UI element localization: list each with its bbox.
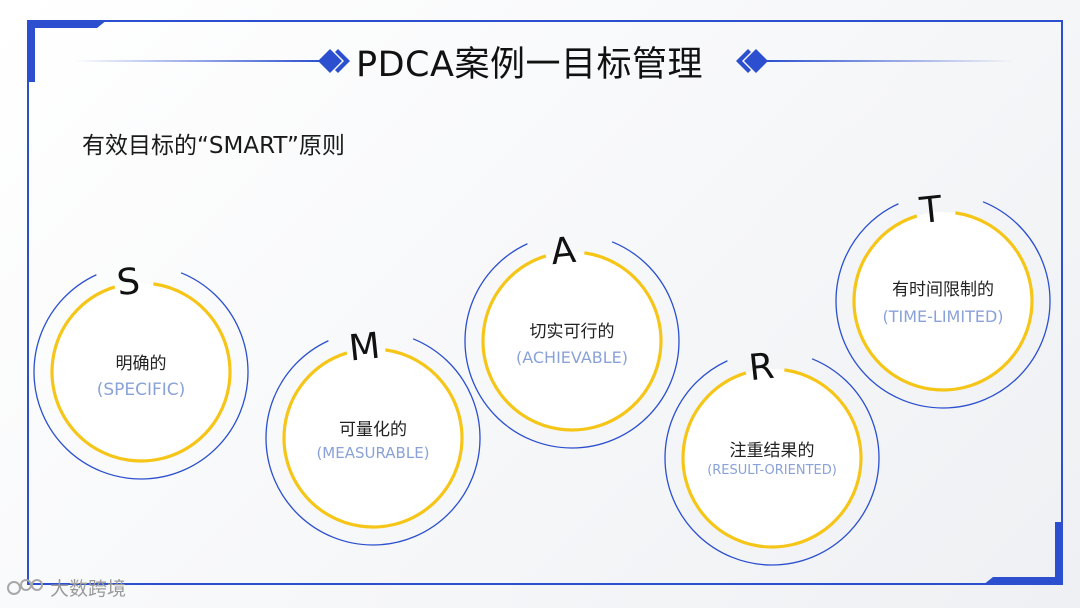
- brand-logo-icon: [7, 579, 43, 595]
- ring-m: [265, 330, 481, 546]
- corner-accent-top-left: [27, 20, 107, 82]
- letter-t: T: [917, 188, 945, 233]
- principle-a-english: (ACHIEVABLE): [515, 348, 629, 367]
- diamond-left-icon: [318, 49, 350, 73]
- letter-r: R: [746, 345, 777, 390]
- ring-a: [464, 233, 680, 449]
- corner-accent-bottom-right: [983, 522, 1063, 585]
- principle-r-english: (RESULT-ORIENTED): [707, 463, 837, 478]
- letter-a: A: [548, 229, 578, 274]
- slide-frame: [27, 20, 1063, 585]
- subtitle: 有效目标的“SMART”原则: [82, 133, 345, 159]
- principle-s-english: (SPECIFIC): [96, 380, 186, 400]
- principle-t-english: (TIME-LIMITED): [882, 307, 1004, 326]
- ring-t: [835, 193, 1051, 409]
- page-title: PDCA案例一目标管理: [356, 45, 703, 85]
- title-line-right: [764, 60, 1014, 62]
- letter-s: S: [114, 260, 142, 305]
- letter-m: M: [346, 325, 383, 370]
- principle-r-label: 注重结果的: [729, 441, 815, 461]
- principle-a-label: 切实可行的: [529, 322, 615, 342]
- principle-m-label: 可量化的: [339, 420, 407, 440]
- ring-s: [33, 264, 249, 480]
- diamond-right-icon: [736, 49, 768, 73]
- principle-t-label: 有时间限制的: [892, 280, 994, 300]
- principle-s-label: 明确的: [115, 354, 167, 374]
- watermark-text: 大数跨境: [50, 578, 127, 600]
- ring-r: [664, 350, 880, 566]
- principle-m-english: (MEASURABLE): [316, 444, 430, 462]
- title-line-left: [75, 60, 323, 62]
